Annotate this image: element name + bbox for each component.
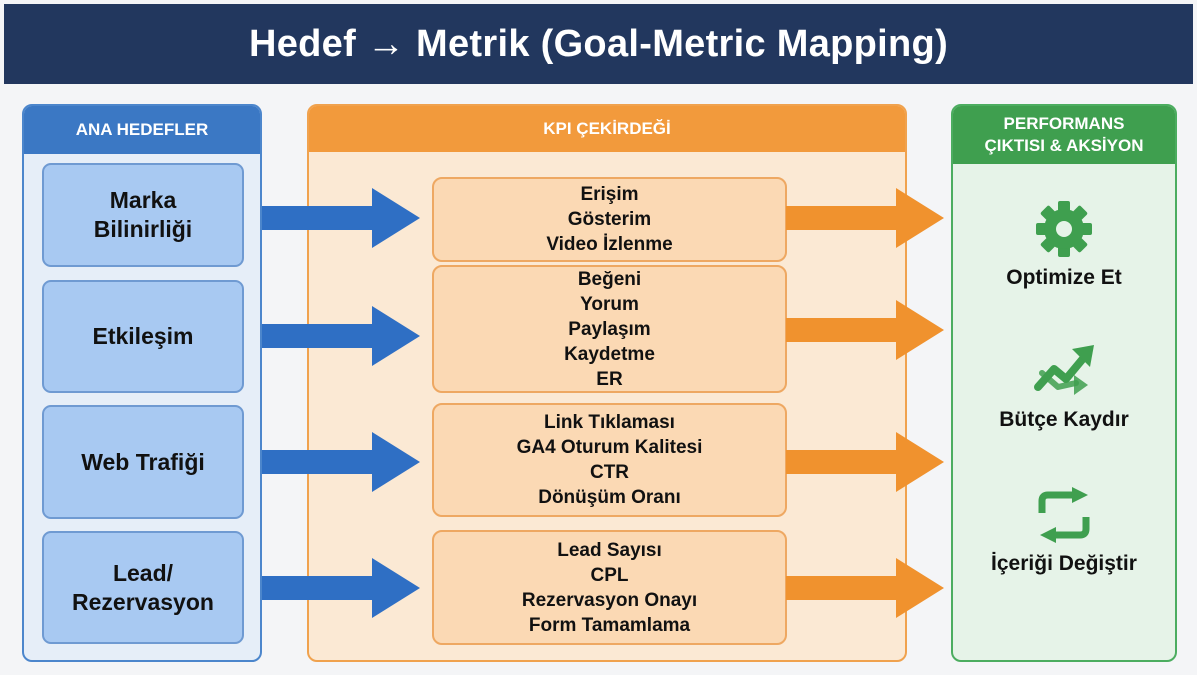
goal-box-web-traffic: Web Trafiği: [42, 405, 244, 519]
goals-column-header: ANA HEDEFLER: [24, 106, 260, 154]
kpi-item: CPL: [590, 564, 629, 586]
kpi-item: Dönüşüm Oranı: [538, 487, 681, 508]
kpi-item: Kaydetme: [564, 343, 655, 365]
arrow-kpi-to-action-4: [786, 558, 944, 618]
trend-up-icon: [1032, 342, 1096, 400]
kpi-item: GA4 Oturum Kalitesi: [516, 437, 703, 458]
kpi-item: Lead Sayısı: [557, 539, 662, 561]
action-optimize: Optimize Et: [953, 200, 1175, 290]
action-label: İçeriği Değiştir: [991, 552, 1137, 575]
kpi-box-awareness: Erişim Gösterim Video İzlenme: [432, 177, 787, 262]
kpi-item: Paylaşım: [568, 318, 651, 340]
kpi-item: Erişim: [580, 184, 639, 205]
kpi-column-header: KPI ÇEKİRDEĞİ: [309, 106, 905, 152]
kpi-item: Link Tıklaması: [544, 412, 675, 433]
kpi-box-lead: Lead Sayısı CPL Rezervasyon Onayı Form T…: [432, 530, 787, 645]
gear-icon: [1032, 200, 1096, 258]
kpi-item: Video İzlenme: [546, 234, 673, 255]
kpi-item: Gösterim: [567, 209, 652, 230]
kpi-item: Rezervasyon Onayı: [521, 589, 698, 611]
goal-box-brand-awareness: Marka Bilinirliği: [42, 163, 244, 267]
action-change-content: İçeriği Değiştir: [953, 486, 1175, 576]
arrow-kpi-to-action-3: [786, 432, 944, 492]
kpi-item: ER: [596, 368, 623, 390]
arrow-goal-to-kpi-1: [262, 188, 420, 248]
arrow-kpi-to-action-2: [786, 300, 944, 360]
arrow-goal-to-kpi-2: [262, 306, 420, 366]
action-shift-budget: Bütçe Kaydır: [953, 342, 1175, 432]
arrow-goal-to-kpi-3: [262, 432, 420, 492]
goal-box-engagement: Etkileşim: [42, 280, 244, 393]
page-title: Hedef → Metrik (Goal-Metric Mapping): [4, 4, 1193, 84]
arrow-goal-to-kpi-4: [262, 558, 420, 618]
action-label: Optimize Et: [1006, 266, 1122, 289]
actions-column-header: PERFORMANS ÇIKTISI & AKSİYON: [953, 106, 1175, 164]
kpi-item: Yorum: [580, 293, 639, 315]
kpi-item: Form Tamamlama: [528, 614, 691, 636]
goal-box-lead-reservation: Lead/ Rezervasyon: [42, 531, 244, 644]
refresh-icon: [1032, 486, 1096, 544]
action-label: Bütçe Kaydır: [999, 408, 1129, 431]
kpi-item: Beğeni: [577, 268, 642, 290]
kpi-item: CTR: [589, 462, 630, 483]
kpi-box-web-traffic: Link Tıklaması GA4 Oturum Kalitesi CTR D…: [432, 403, 787, 517]
kpi-box-engagement: Beğeni Yorum Paylaşım Kaydetme ER: [432, 265, 787, 393]
arrow-kpi-to-action-1: [786, 188, 944, 248]
